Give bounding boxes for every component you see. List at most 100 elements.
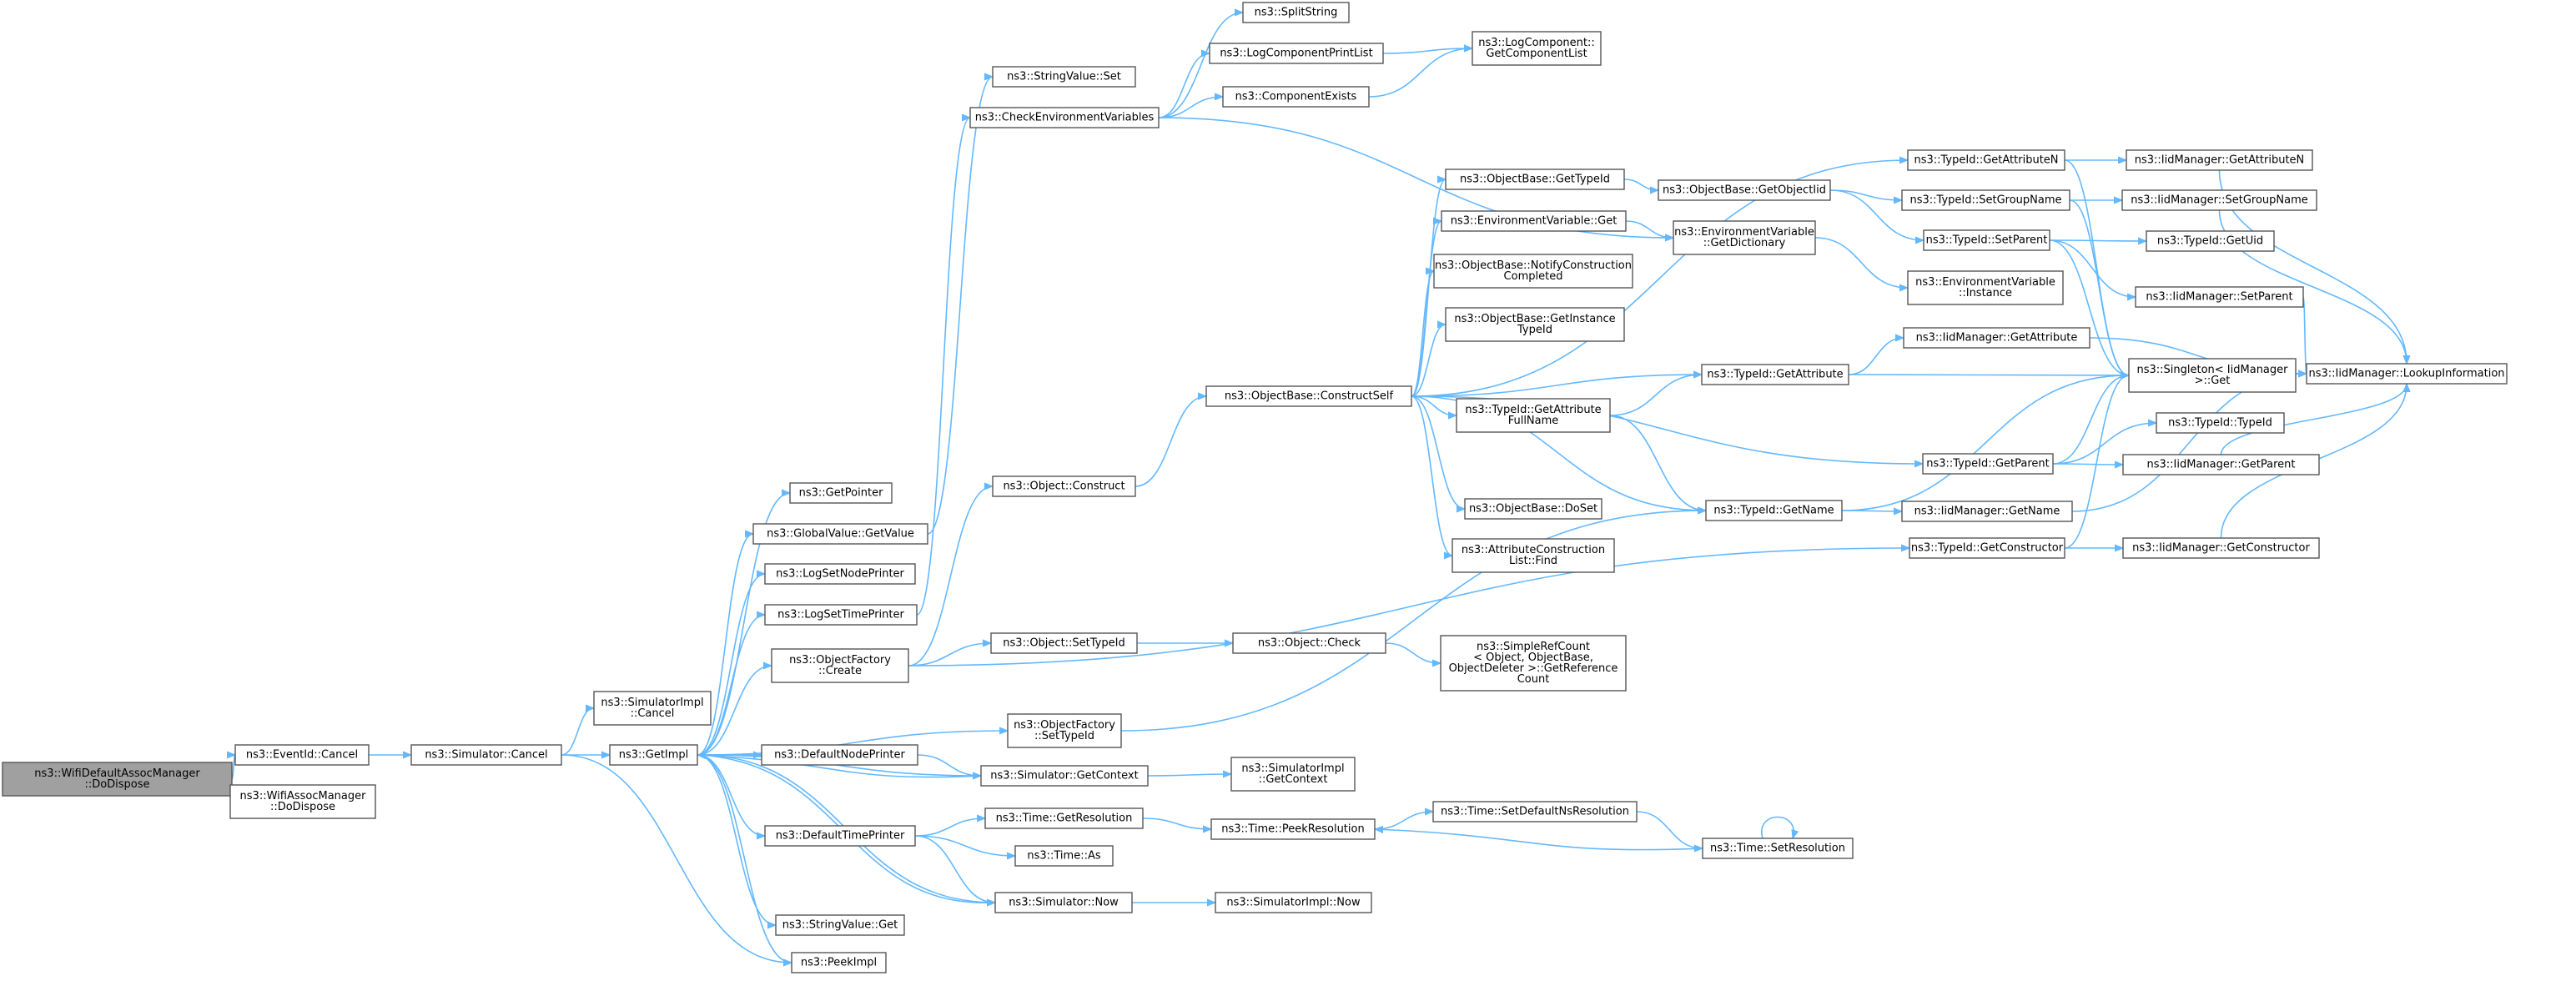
graph-node[interactable]: ns3::TypeId::GetAttribute	[1701, 364, 1849, 385]
node-box[interactable]	[1901, 189, 2070, 211]
node-box[interactable]	[1909, 537, 2065, 559]
graph-node[interactable]: ns3::TypeId::TypeId	[2156, 412, 2285, 434]
node-box[interactable]	[1433, 254, 1633, 289]
graph-node[interactable]: ns3::EnvironmentVariable::Instance	[1907, 270, 2064, 305]
node-box[interactable]	[1242, 2, 1350, 23]
node-box[interactable]	[992, 66, 1136, 88]
graph-node[interactable]: ns3::Singleton< IidManager>::Get	[2128, 358, 2297, 393]
graph-node[interactable]: ns3::IidManager::SetGroupName	[2121, 189, 2317, 211]
graph-node[interactable]: ns3::Time::SetDefaultNsResolution	[1432, 801, 1638, 823]
graph-node[interactable]: ns3::IidManager::GetAttribute	[1903, 327, 2090, 349]
node-box[interactable]	[1705, 500, 1843, 521]
graph-node[interactable]: ns3::SimpleRefCount< Object, ObjectBase,…	[1440, 635, 1627, 692]
node-box[interactable]	[1702, 838, 1854, 859]
graph-node[interactable]: ns3::EventId::Cancel	[234, 744, 370, 766]
node-box[interactable]	[1209, 43, 1384, 64]
graph-node[interactable]: ns3::SimulatorImpl::GetContext	[1230, 757, 1356, 792]
node-box[interactable]	[1445, 307, 1625, 342]
node-box[interactable]	[1215, 892, 1372, 913]
graph-node[interactable]: ns3::ObjectBase::GetObjectIid	[1658, 179, 1831, 201]
node-box[interactable]	[980, 765, 1149, 787]
graph-node[interactable]: ns3::WifiAssocManager::DoDispose	[229, 784, 376, 819]
graph-node[interactable]: ns3::ObjectBase::GetTypeId	[1445, 169, 1625, 190]
node-box[interactable]	[1901, 501, 2073, 522]
graph-node[interactable]: ns3::IidManager::GetConstructor	[2122, 537, 2320, 559]
graph-node[interactable]: ns3::GlobalValue::GetValue	[752, 523, 928, 545]
node-box[interactable]	[1205, 385, 1412, 407]
node-box[interactable]	[2122, 537, 2320, 559]
node-box[interactable]	[1907, 270, 2064, 305]
graph-node[interactable]: ns3::SplitString	[1242, 2, 1350, 23]
graph-node[interactable]: ns3::GetPointer	[789, 482, 893, 504]
node-box[interactable]	[764, 563, 916, 585]
node-box[interactable]	[593, 691, 712, 726]
graph-node[interactable]: ns3::TypeId::SetParent	[1923, 229, 2050, 251]
graph-node[interactable]: ns3::Time::SetResolution	[1702, 838, 1854, 859]
graph-node[interactable]: ns3::ObjectBase::DoSet	[1464, 498, 1602, 520]
graph-node[interactable]: ns3::Object::Check	[1232, 632, 1386, 654]
graph-node[interactable]: ns3::TypeId::GetConstructor	[1909, 537, 2065, 559]
graph-node[interactable]: ns3::Object::SetTypeId	[990, 632, 1138, 654]
graph-node[interactable]: ns3::IidManager::LookupInformation	[2306, 363, 2508, 385]
node-box[interactable]	[1658, 179, 1831, 201]
node-box[interactable]	[992, 475, 1136, 497]
node-box[interactable]	[1210, 818, 1376, 840]
node-box[interactable]	[761, 744, 918, 766]
node-box[interactable]	[1222, 86, 1370, 108]
node-box[interactable]	[994, 892, 1133, 913]
node-box[interactable]	[2121, 189, 2317, 211]
node-box[interactable]	[771, 648, 909, 683]
root-node-box[interactable]	[2, 762, 233, 797]
node-box[interactable]	[2122, 454, 2320, 475]
node-box[interactable]	[789, 482, 893, 504]
graph-node[interactable]: ns3::LogSetTimePrinter	[764, 604, 918, 626]
node-box[interactable]	[1903, 327, 2090, 349]
node-box[interactable]	[775, 914, 905, 936]
graph-node[interactable]: ns3::TypeId::GetParent	[1922, 453, 2054, 475]
node-box[interactable]	[752, 523, 928, 545]
graph-node[interactable]: ns3::Time::GetResolution	[984, 807, 1144, 829]
node-box[interactable]	[990, 632, 1138, 654]
node-box[interactable]	[1472, 31, 1602, 66]
graph-node[interactable]: ns3::ObjectBase::NotifyConstructionCompl…	[1433, 254, 1633, 289]
node-box[interactable]	[984, 807, 1144, 829]
graph-node[interactable]: ns3::DefaultTimePrinter	[764, 825, 916, 847]
node-box[interactable]	[1014, 845, 1114, 867]
graph-node[interactable]: ns3::ObjectFactory::SetTypeId	[1007, 713, 1122, 748]
graph-node[interactable]: ns3::SimulatorImpl::Cancel	[593, 691, 712, 726]
node-box[interactable]	[1441, 210, 1627, 232]
node-box[interactable]	[1232, 632, 1386, 654]
node-box[interactable]	[1007, 713, 1122, 748]
node-box[interactable]	[2126, 149, 2313, 171]
node-box[interactable]	[1907, 149, 2065, 171]
graph-node[interactable]: ns3::LogComponent::GetComponentList	[1472, 31, 1602, 66]
node-box[interactable]	[1452, 538, 1615, 573]
graph-node[interactable]: ns3::TypeId::SetGroupName	[1901, 189, 2070, 211]
graph-node[interactable]: ns3::StringValue::Set	[992, 66, 1136, 88]
node-box[interactable]	[229, 784, 376, 819]
node-box[interactable]	[609, 744, 698, 766]
node-box[interactable]	[234, 744, 370, 766]
graph-node[interactable]: ns3::IidManager::GetAttributeN	[2126, 149, 2313, 171]
graph-node[interactable]: ns3::EnvironmentVariable::Get	[1441, 210, 1627, 232]
node-box[interactable]	[1464, 498, 1602, 520]
node-box[interactable]	[1445, 169, 1625, 190]
node-box[interactable]	[1456, 398, 1611, 433]
graph-node[interactable]: ns3::CheckEnvironmentVariables	[969, 107, 1160, 128]
node-box[interactable]	[1432, 801, 1638, 823]
node-box[interactable]	[764, 825, 916, 847]
graph-node[interactable]: ns3::LogComponentPrintList	[1209, 43, 1384, 64]
graph-node[interactable]: ns3::DefaultNodePrinter	[761, 744, 918, 766]
node-box[interactable]	[969, 107, 1160, 128]
graph-node[interactable]: ns3::LogSetNodePrinter	[764, 563, 916, 585]
node-box[interactable]	[1673, 220, 1816, 255]
graph-node[interactable]: ns3::TypeId::GetUid	[2146, 230, 2275, 252]
graph-node[interactable]: ns3::ObjectFactory::Create	[771, 648, 909, 683]
graph-node[interactable]: ns3::Simulator::Cancel	[410, 744, 562, 766]
node-box[interactable]	[2306, 363, 2508, 385]
graph-node[interactable]: ns3::IidManager::GetName	[1901, 501, 2073, 522]
node-box[interactable]	[1230, 757, 1356, 792]
